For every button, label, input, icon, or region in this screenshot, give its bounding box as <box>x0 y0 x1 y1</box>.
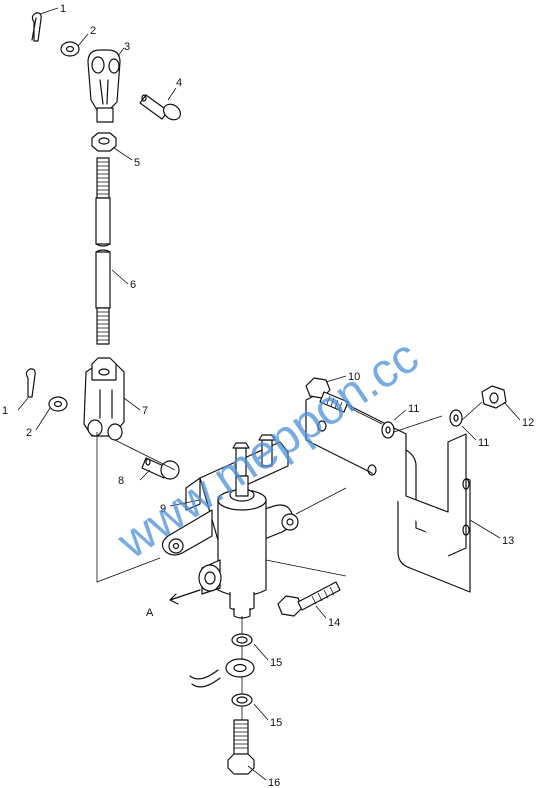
explode-line-e <box>461 401 483 421</box>
cotter-pin-lower <box>25 368 36 398</box>
explode-line-g <box>265 559 347 577</box>
threaded-rod <box>95 157 111 345</box>
cotter-pin-top <box>31 12 42 42</box>
callout-2a: 2 <box>90 25 96 37</box>
callout-1a: 1 <box>60 3 66 15</box>
banjo-bolt <box>227 719 255 775</box>
callout-11b: 11 <box>478 437 489 449</box>
leader-lines <box>17 7 521 781</box>
washer-15b <box>231 693 253 707</box>
callout-4: 4 <box>176 77 182 89</box>
callout-1b: 1 <box>2 405 8 417</box>
explode-line-d <box>393 415 443 433</box>
clevis-pin-lower <box>141 457 180 480</box>
callout-2b: 2 <box>26 427 32 439</box>
valve-assembly <box>161 434 299 619</box>
explode-line-c <box>349 407 383 425</box>
clevis-pin-top <box>139 94 181 121</box>
bolt-10 <box>305 377 349 413</box>
nut-top <box>91 132 117 152</box>
callout-15b: 15 <box>270 717 282 729</box>
callout-13: 13 <box>502 535 514 547</box>
callout-5: 5 <box>134 157 140 169</box>
nut-12 <box>481 385 507 409</box>
callout-A: A <box>146 607 154 619</box>
callout-8: 8 <box>118 475 124 487</box>
callout-7: 7 <box>142 405 148 417</box>
callout-11a: 11 <box>408 403 419 415</box>
direction-arrow <box>169 589 201 605</box>
callout-3: 3 <box>124 41 130 53</box>
callout-9: 9 <box>160 503 166 515</box>
callout-15a: 15 <box>270 657 282 669</box>
banjo-fitting <box>189 658 255 688</box>
callout-10: 10 <box>348 371 360 383</box>
mounting-bracket <box>305 391 471 593</box>
callout-12: 12 <box>522 417 534 429</box>
explode-line-b <box>114 439 176 471</box>
washer-11a <box>381 421 395 439</box>
washer-lower <box>48 396 68 412</box>
callout-16: 16 <box>268 777 280 788</box>
clevis-top <box>87 49 121 123</box>
washer-11b <box>449 409 463 427</box>
washer-top <box>60 41 80 57</box>
washer-15a <box>231 633 253 647</box>
callout-14: 14 <box>328 617 340 629</box>
bolt-14 <box>277 581 341 617</box>
explode-line-f <box>295 487 347 515</box>
explode-line-a <box>96 432 161 583</box>
clevis-lower <box>83 357 125 441</box>
callout-6: 6 <box>130 279 136 291</box>
